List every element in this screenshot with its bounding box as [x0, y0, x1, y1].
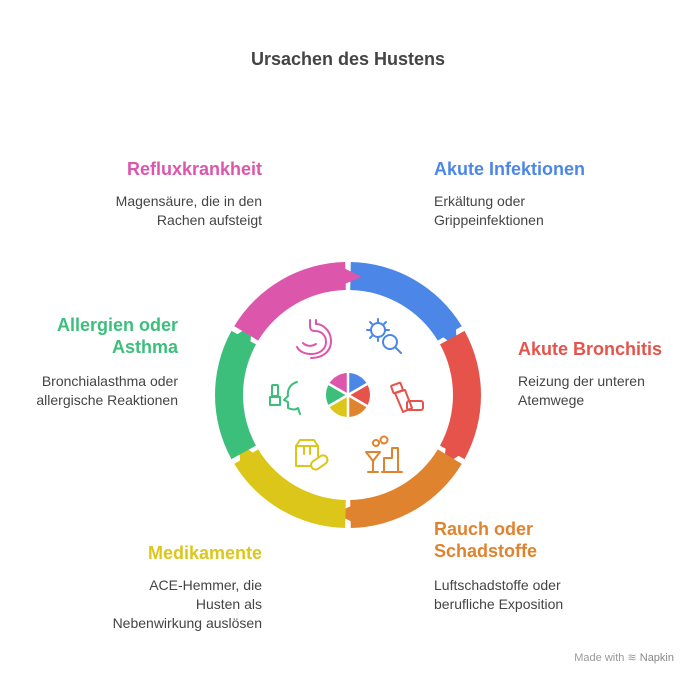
bronchitis-description: Reizung der unteren Atemwege: [518, 372, 645, 410]
medikamente-desc-line: Husten als: [195, 596, 262, 612]
rauch-title-line: Rauch oder: [434, 519, 534, 539]
allergien-title: Allergien oder Asthma: [57, 314, 178, 358]
rauch-title: Rauch oder Schadstoffe: [434, 518, 537, 562]
reflux-description: Magensäure, die in den Rachen aufsteigt: [116, 192, 262, 230]
allergien-desc-line: Bronchialasthma oder: [41, 373, 178, 389]
person-inhaler-icon: [269, 381, 301, 415]
napkin-brand: Napkin: [639, 652, 674, 664]
allergien-desc-line: allergische Reaktionen: [36, 392, 178, 408]
bronchitis-desc-line: Reizung der unteren: [518, 373, 645, 389]
bronchitis-title: Akute Bronchitis: [518, 339, 663, 359]
reflux-desc-line: Magensäure, die in den: [115, 193, 262, 209]
factory-smoke-icon: [365, 435, 403, 473]
bronchitis-desc-line: Atemwege: [518, 392, 585, 408]
infektionen-description: Erkältung oder Grippeinfektionen: [434, 192, 544, 230]
page-title: Ursachen des Hustens: [250, 49, 446, 69]
center-pie-icon: [326, 373, 370, 417]
ring-segment-allergien: [215, 330, 256, 460]
rauch-description: Luftschadstoffe oder berufliche Expositi…: [434, 576, 563, 614]
made-with-label: Made with: [574, 652, 625, 664]
made-with-napkin-footer[interactable]: Made with ≋ Napkin: [574, 651, 674, 664]
rauch-desc-line: berufliche Exposition: [434, 596, 564, 612]
rauch-title-line: Schadstoffe: [434, 541, 538, 561]
stomach-icon: [296, 319, 332, 359]
medikamente-desc-line: ACE-Hemmer, die: [149, 577, 262, 593]
ring-segment-infektionen: [350, 262, 462, 341]
allergien-title-line: Asthma: [111, 337, 178, 357]
medikamente-description: ACE-Hemmer, die Husten als Nebenwirkung …: [113, 576, 262, 633]
allergien-title-line: Allergien oder: [56, 315, 178, 335]
allergien-description: Bronchialasthma oder allergische Reaktio…: [36, 372, 178, 410]
ring-segment-medikamente: [234, 449, 346, 528]
reflux-desc-line: Rachen aufsteigt: [156, 212, 262, 228]
virus-magnifier-icon: [366, 318, 402, 354]
ring-segment-rauch: [350, 449, 462, 528]
medicine-box-icon: [295, 439, 329, 471]
napkin-logo-icon: ≋: [627, 652, 637, 664]
rauch-desc-line: Luftschadstoffe oder: [434, 577, 561, 593]
ring-segment-bronchitis: [440, 330, 481, 460]
ring-segments: [215, 262, 481, 528]
medikamente-title: Medikamente: [147, 543, 262, 563]
ring-segment-reflux: [234, 262, 346, 341]
inhaler-icon: [390, 381, 424, 413]
reflux-title: Refluxkrankheit: [126, 159, 262, 179]
infektionen-title: Akute Infektionen: [434, 159, 586, 179]
ring-arrow-notch: [343, 267, 362, 285]
infektionen-desc-line: Erkältung oder: [434, 193, 526, 209]
infektionen-desc-line: Grippeinfektionen: [434, 212, 544, 228]
medikamente-desc-line: Nebenwirkung auslösen: [112, 615, 262, 631]
